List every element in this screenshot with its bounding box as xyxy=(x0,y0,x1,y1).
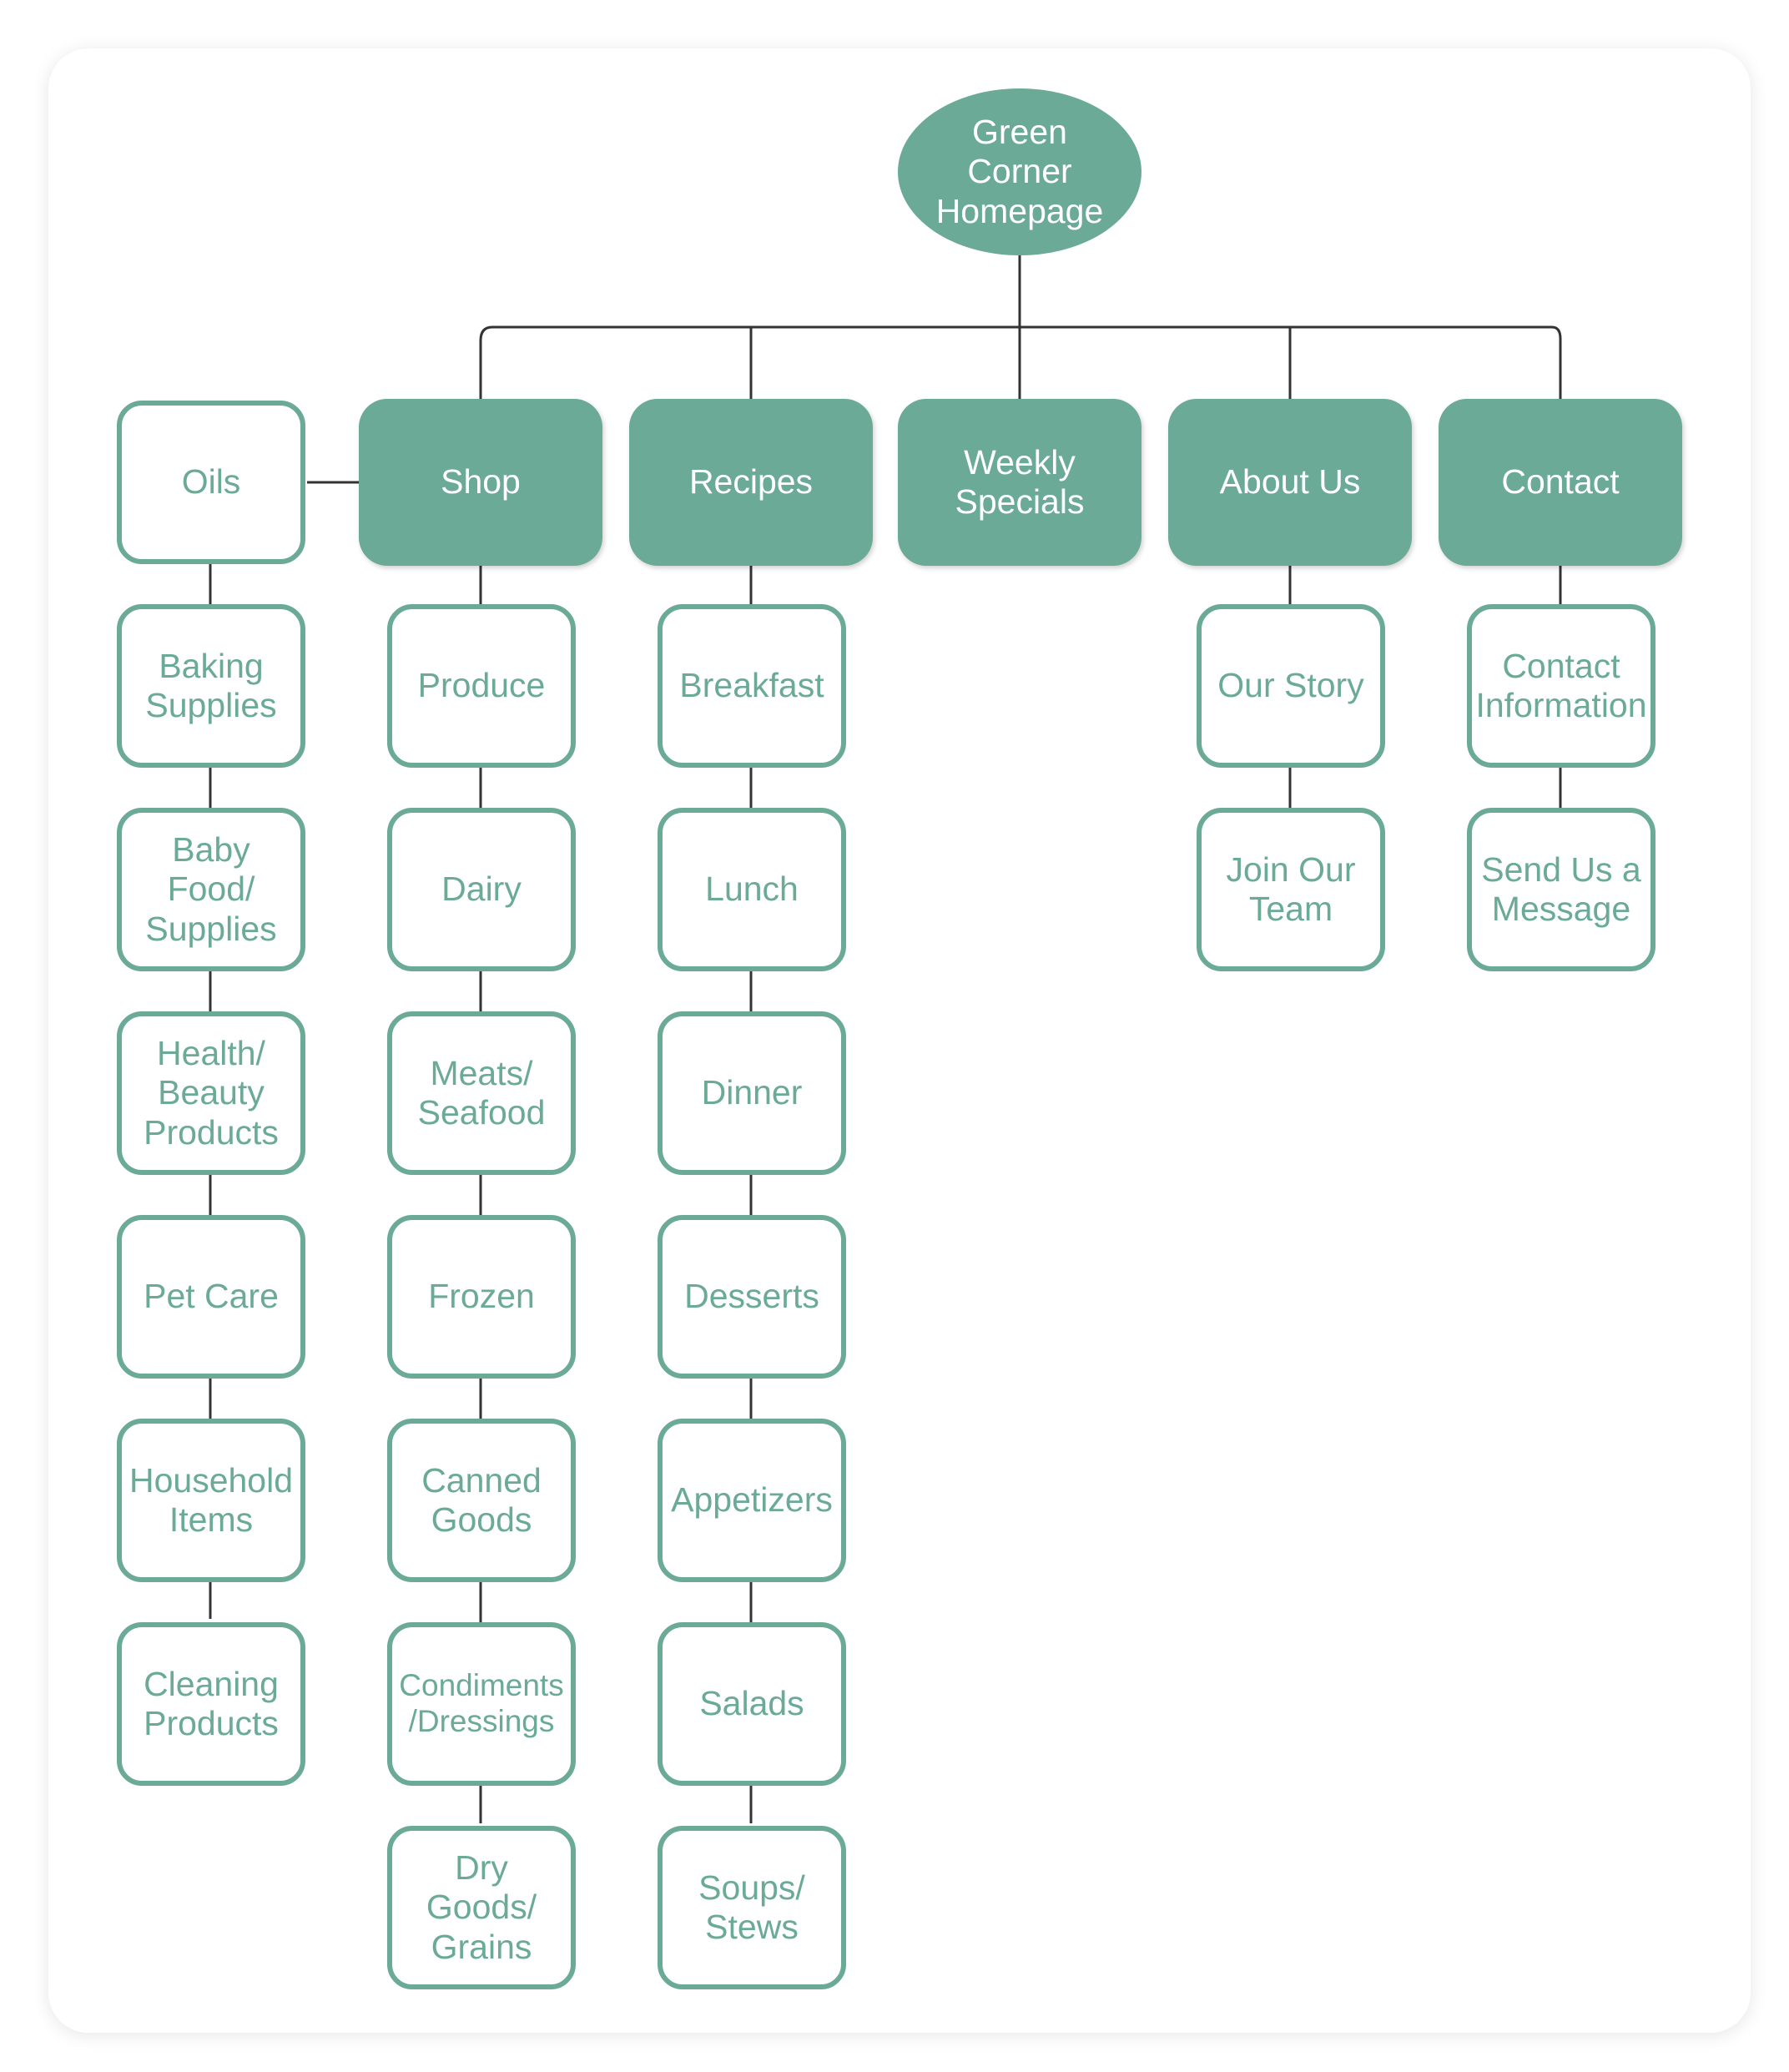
lunch-node: Lunch xyxy=(658,808,846,971)
baking-supplies-node: Baking Supplies xyxy=(117,604,305,768)
canned-goods-node: Canned Goods xyxy=(387,1419,576,1582)
dry-goods-grains-node: Dry Goods/ Grains xyxy=(387,1826,576,1989)
dairy-node: Dairy xyxy=(387,808,576,971)
weekly-specials-node: Weekly Specials xyxy=(898,399,1141,566)
health-beauty-products-node: Health/ Beauty Products xyxy=(117,1011,305,1175)
join-our-team-node: Join Our Team xyxy=(1197,808,1385,971)
homepage-node: Green Corner Homepage xyxy=(898,88,1141,255)
connector-bus-right xyxy=(1551,325,1562,340)
breakfast-node: Breakfast xyxy=(658,604,846,768)
send-us-a-message-node: Send Us a Message xyxy=(1467,808,1655,971)
about-us-node: About Us xyxy=(1168,399,1412,566)
pet-care-node: Pet Care xyxy=(117,1215,305,1379)
salads-node: Salads xyxy=(658,1622,846,1786)
contact-information-node: Contact Information xyxy=(1467,604,1655,768)
soups-stews-node: Soups/ Stews xyxy=(658,1826,846,1989)
appetizers-node: Appetizers xyxy=(658,1419,846,1582)
diagram-card xyxy=(48,48,1751,2033)
cleaning-products-node: Cleaning Products xyxy=(117,1622,305,1786)
recipes-node: Recipes xyxy=(629,399,873,566)
contact-node: Contact xyxy=(1439,399,1682,566)
frozen-node: Frozen xyxy=(387,1215,576,1379)
produce-node: Produce xyxy=(387,604,576,768)
our-story-node: Our Story xyxy=(1197,604,1385,768)
connector-bus-left xyxy=(479,325,493,341)
shop-node: Shop xyxy=(359,399,602,566)
dinner-node: Dinner xyxy=(658,1011,846,1175)
meats-seafood-node: Meats/ Seafood xyxy=(387,1011,576,1175)
household-items-node: Household Items xyxy=(117,1419,305,1582)
condiments-dressings-node: Condiments /Dressings xyxy=(387,1622,576,1786)
oils-node: Oils xyxy=(117,401,305,564)
baby-food-supplies-node: Baby Food/ Supplies xyxy=(117,808,305,971)
desserts-node: Desserts xyxy=(658,1215,846,1379)
